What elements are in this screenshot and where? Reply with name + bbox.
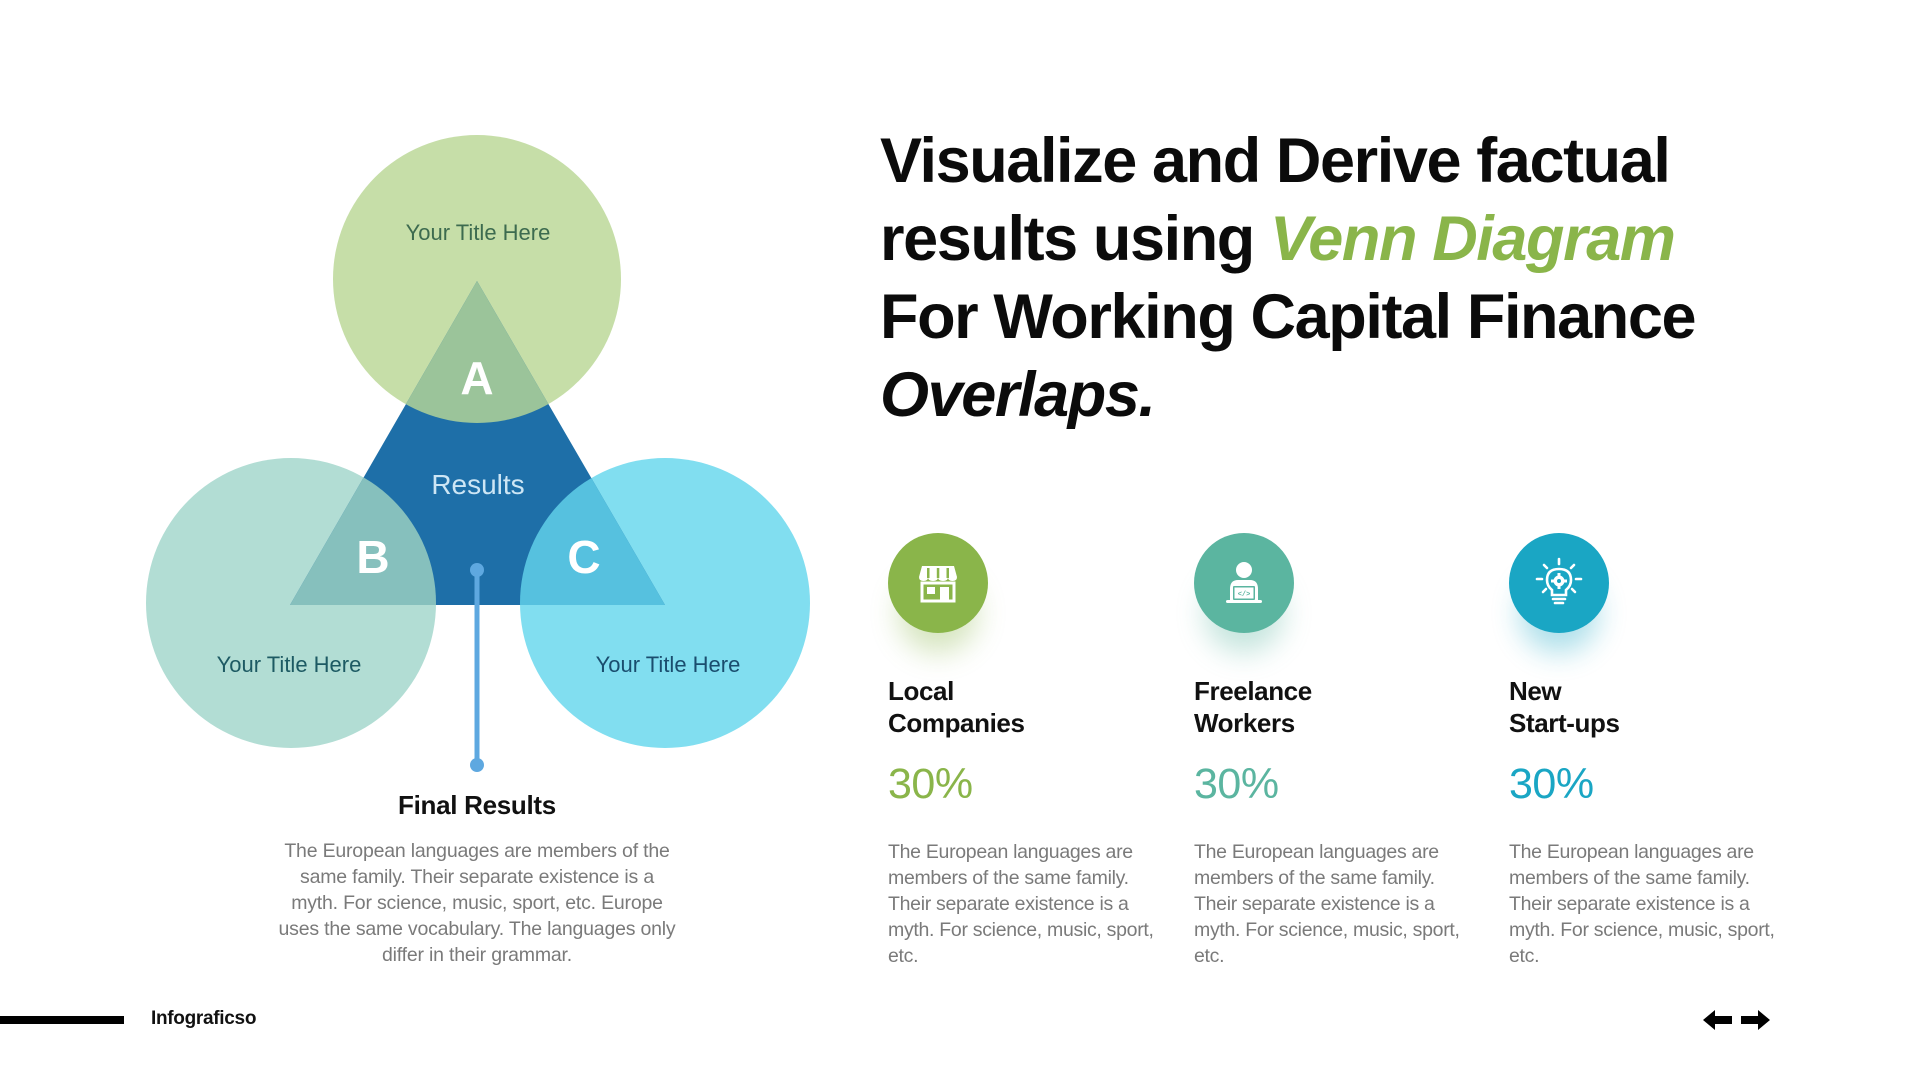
icon-badge: </> (1194, 533, 1294, 633)
final-results-title: Final Results (398, 790, 556, 820)
stat-heading: Local Companies (888, 675, 1025, 739)
stat-heading: New Start-ups (1509, 675, 1620, 739)
stat-heading-line-2: Start-ups (1509, 708, 1620, 738)
footer-accent-bar (0, 1016, 124, 1024)
stem-dot-bottom (470, 758, 484, 772)
stat-heading: Freelance Workers (1194, 675, 1312, 739)
venn-circle-a (333, 135, 621, 423)
stat-body: The European languages are members of th… (1194, 841, 1460, 967)
stat-heading-line-2: Companies (888, 708, 1025, 738)
overlap-c (520, 458, 665, 605)
overlap-a-label: A (460, 352, 493, 404)
stat-percent: 30% (1194, 760, 1279, 808)
circle-a-title: Your Title Here (406, 220, 551, 245)
headline-line-2-prefix: results using (880, 204, 1270, 274)
headline: Visualize and Derive factual results usi… (880, 122, 1880, 434)
headline-accent: Venn Diagram (1270, 204, 1676, 274)
lightbulb-gear-icon (1535, 557, 1583, 605)
stat-heading-line-1: Freelance (1194, 676, 1312, 706)
developer-laptop-icon: </> (1226, 562, 1262, 603)
arrow-right-icon (1741, 1010, 1770, 1030)
headline-line-1: Visualize and Derive factual (880, 126, 1671, 196)
headline-line-2: results using Venn Diagram (880, 200, 1880, 278)
stat-body: The European languages are members of th… (888, 841, 1154, 967)
footer-brand: Infograficso (151, 1008, 257, 1029)
circle-b-title: Your Title Here (217, 652, 362, 677)
final-results-body: The European languages are members of th… (278, 840, 676, 966)
stat-percent: 30% (1509, 760, 1594, 808)
headline-line-3: For Working Capital Finance (880, 282, 1697, 352)
overlap-b (290, 458, 436, 605)
headline-line-4: Overlaps. (880, 360, 1156, 430)
arrow-left-icon (1703, 1010, 1732, 1030)
icon-badge (1509, 533, 1609, 633)
storefront-icon (919, 566, 957, 603)
stat-heading-line-1: New (1509, 676, 1562, 706)
overlap-b-label: B (356, 531, 389, 583)
results-label: Results (431, 469, 524, 500)
overlap-c-label: C (567, 531, 600, 583)
stat-heading-line-1: Local (888, 676, 954, 706)
stat-heading-line-2: Workers (1194, 708, 1295, 738)
svg-text:</>: </> (1238, 591, 1251, 599)
circle-c-title: Your Title Here (596, 652, 741, 677)
stat-percent: 30% (888, 760, 973, 808)
icon-badge (888, 533, 988, 633)
stem-dot-top (470, 563, 484, 577)
venn-diagram: Your Title Here Your Title Here Your Tit… (146, 135, 810, 772)
stat-body: The European languages are members of th… (1509, 841, 1775, 967)
previous-slide-button[interactable] (1703, 1009, 1733, 1031)
next-slide-button[interactable] (1740, 1009, 1770, 1031)
